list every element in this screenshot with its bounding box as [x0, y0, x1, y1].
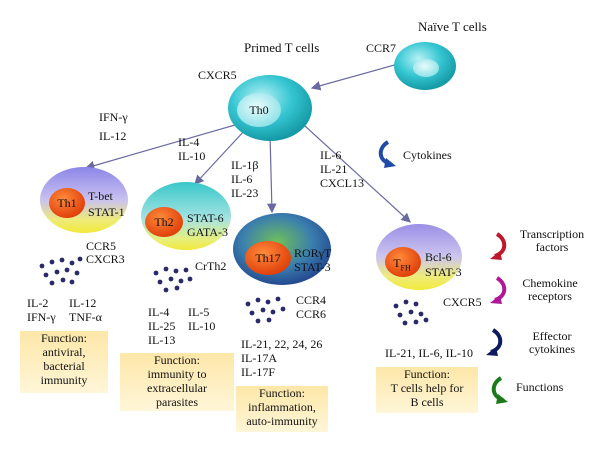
- th1-chemokine-2: CXCR3: [86, 252, 125, 266]
- arrow-to-th17: [266, 133, 277, 214]
- th1-function-box: Function: antiviral, bacterial immunity: [20, 331, 108, 393]
- th1-cytokine-3: IFN-γ: [27, 310, 56, 324]
- tfh-label-main: T: [393, 256, 401, 270]
- th17-inducer-1: IL-1β: [231, 158, 259, 172]
- th1-cytokine-dots: [39, 256, 83, 286]
- th17-function-box: Function: inflammation, auto-immunity: [236, 386, 328, 432]
- th2-cytokine-3: IL-25: [148, 319, 176, 333]
- th17-nucleus: [245, 241, 291, 275]
- naive-t-cells-label: Naïve T cells: [418, 19, 487, 34]
- th17-cytokine-3: IL-17F: [241, 365, 275, 379]
- th1-inducer-2: IL-12: [99, 129, 127, 143]
- th2-tf-2: GATA-3: [187, 225, 229, 239]
- tfh-label: TFH: [387, 256, 417, 275]
- tfh-tf-1: Bcl-6: [425, 250, 452, 264]
- legend-chemokine-label: Chemokine receptors: [522, 276, 578, 303]
- th2-inducer-1: IL-4: [178, 135, 200, 149]
- th1-chemokine-1: CCR5: [86, 239, 117, 253]
- cytokines-arrow-head: [384, 158, 396, 168]
- legend-cytokines-label: Cytokines: [403, 148, 452, 162]
- th1-label: Th1: [57, 196, 77, 210]
- tfh-cytokine-dots: [393, 299, 429, 326]
- arrow-naive-to-primed: [310, 63, 399, 91]
- th1-tf-1: T-bet: [88, 189, 113, 203]
- th1-nucleus: [49, 188, 85, 218]
- arrow-to-tfh: [304, 125, 411, 223]
- tfh-cytokine-1: IL-21, IL-6, IL-10: [385, 346, 473, 360]
- th2-inducer-2: IL-10: [178, 149, 206, 163]
- th17-tf-2: STAT-3: [294, 260, 331, 274]
- th2-cytokine-5: IL-13: [148, 333, 176, 347]
- ccr7-label: CCR7: [366, 41, 397, 55]
- th17-chemokine-1: CCR4: [296, 293, 327, 307]
- tfh-chemokine-1: CXCR5: [443, 295, 482, 309]
- th17-cytokine-2: IL-17A: [241, 351, 277, 365]
- th2-function-box: Function: immunity to extracellular para…: [120, 353, 234, 411]
- legend-transcription-label: Transcription factors: [519, 227, 585, 254]
- tfh-label-sub: FH: [400, 263, 411, 273]
- chemokine-arrow-head: [490, 295, 502, 304]
- th17-cytokine-1: IL-21, 22, 24, 26: [241, 337, 323, 351]
- effector-arrow-head: [486, 347, 498, 356]
- tfh-inducer-1: IL-6: [320, 148, 342, 162]
- tfh-inducer-3: CXCL13: [320, 176, 365, 190]
- th17-cytokine-dots: [245, 296, 286, 324]
- th17-inducer-2: IL-6: [231, 172, 253, 186]
- functions-arrow-head: [496, 394, 508, 404]
- legend-functions-label: Functions: [516, 380, 564, 394]
- th2-cytokine-2: IL-5: [188, 305, 210, 319]
- th2-tf-1: STAT-6: [187, 211, 224, 225]
- tfh-function-box: Function: T cells help for B cells: [376, 367, 478, 413]
- transcription-arrow-head: [490, 251, 502, 260]
- naive-t-cell-nucleus: [413, 59, 439, 77]
- legend-effector-label: Effector cytokines: [529, 329, 575, 356]
- arrow-to-th2: [194, 129, 246, 185]
- th2-cytokine-4: IL-10: [188, 319, 216, 333]
- th0-label: Th0: [249, 103, 269, 117]
- th17-tf-1: RORγT: [294, 246, 332, 260]
- th17-inducer-3: IL-23: [231, 186, 259, 200]
- th17-label: Th17: [255, 251, 281, 265]
- primed-t-cells-label: Primed T cells: [244, 40, 320, 55]
- tfh-inducer-2: IL-21: [320, 162, 348, 176]
- tfh-tf-2: STAT-3: [425, 265, 462, 279]
- th1-cytokine-4: TNF-α: [69, 310, 102, 324]
- th2-label: Th2: [154, 215, 174, 229]
- th2-chemokine-1: CrTh2: [195, 259, 227, 273]
- th1-inducer-1: IFN-γ: [99, 110, 128, 124]
- cxcr5-label: CXCR5: [198, 68, 237, 82]
- arrow-to-th1: [84, 124, 236, 171]
- th1-tf-2: STAT-1: [88, 205, 125, 219]
- th2-nucleus: [145, 207, 183, 237]
- th17-chemokine-2: CCR6: [296, 307, 327, 321]
- th2-cytokine-dots: [153, 266, 193, 293]
- primed-t-cell-nucleus: [237, 93, 281, 127]
- th1-cytokine-1: IL-2: [27, 296, 49, 310]
- tfh-nucleus: [385, 247, 421, 277]
- th2-cytokine-1: IL-4: [148, 305, 170, 319]
- th1-cytokine-2: IL-12: [69, 296, 97, 310]
